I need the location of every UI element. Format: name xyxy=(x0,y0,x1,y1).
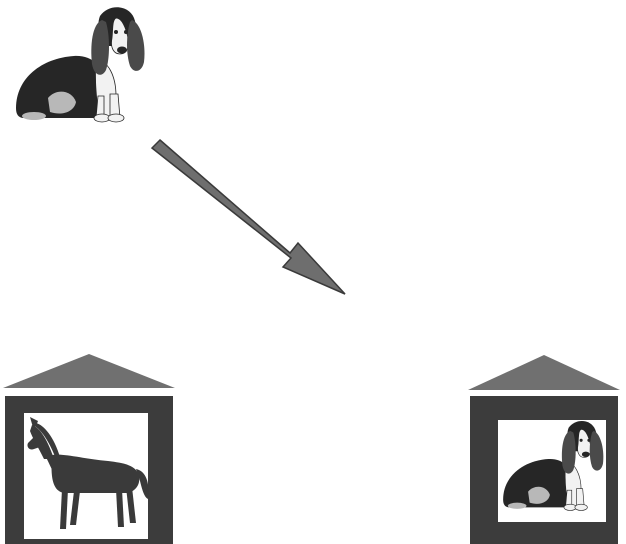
roof-shape xyxy=(3,354,175,388)
left-house xyxy=(3,354,175,544)
roof-shape xyxy=(468,355,620,390)
right-house xyxy=(468,355,620,544)
diagonal-arrow-icon xyxy=(150,138,346,295)
top-dog-icon xyxy=(15,6,145,123)
